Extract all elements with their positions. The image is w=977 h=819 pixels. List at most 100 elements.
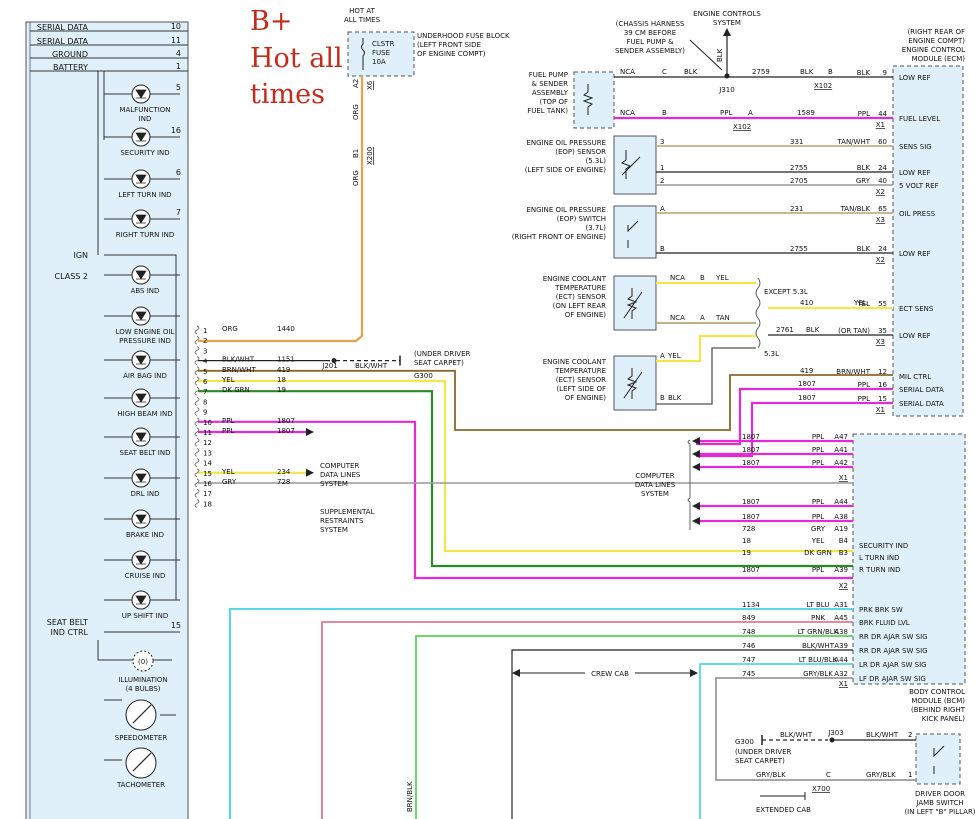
wire-color: PPL bbox=[858, 110, 870, 118]
indicator-label: SECURITY IND bbox=[120, 149, 169, 157]
wires-layer bbox=[30, 30, 916, 819]
bcm-pin-label: LR DR AJAR SW SIG bbox=[859, 661, 927, 669]
wire-color: (OR TAN) bbox=[838, 327, 870, 335]
arrow-icon bbox=[723, 28, 731, 36]
diagram-label: A bbox=[660, 352, 665, 360]
diagram-label: FUEL TANK) bbox=[527, 107, 568, 115]
diagram-label: 419 bbox=[800, 367, 813, 375]
diagram-label: SYSTEM bbox=[641, 490, 669, 498]
indicator-label: PRESSURE IND bbox=[119, 337, 171, 345]
wire-color: YEL bbox=[811, 537, 825, 545]
fuse-block-box bbox=[347, 31, 415, 77]
diagram-label: X1 bbox=[839, 680, 848, 688]
connector-pin: 9 bbox=[203, 409, 207, 417]
connector-pin-icon bbox=[194, 335, 200, 345]
ipc-top-label: SERIAL DATA bbox=[37, 37, 89, 46]
pin-number: A41 bbox=[834, 446, 848, 454]
connector-pin: 18 bbox=[203, 500, 212, 508]
connector-pin: 11 bbox=[203, 429, 212, 437]
bcm-pin-label: PRK BRK SW bbox=[859, 606, 903, 614]
diagram-label: SEAT CARPET) bbox=[735, 757, 785, 765]
wire-ltgrn-748 bbox=[415, 635, 853, 819]
circuit-number: 331 bbox=[790, 138, 803, 146]
diode-icon bbox=[135, 311, 147, 321]
wire-ltblu-1134 bbox=[229, 608, 853, 819]
connector-pin-icon bbox=[194, 468, 200, 478]
diagram-label: BLK bbox=[800, 68, 814, 76]
thermistor-icon bbox=[623, 288, 643, 319]
pin-number: A38 bbox=[834, 628, 848, 636]
wire-color: LT GRN/BLK bbox=[798, 628, 839, 636]
diagram-label: YEL bbox=[715, 274, 729, 282]
extended-cab-marker bbox=[760, 792, 806, 800]
diagram-label: (RIGHT REAR OF bbox=[907, 28, 965, 36]
diagram-label: 410 bbox=[800, 299, 813, 307]
diagram-label: B bbox=[660, 245, 665, 253]
diagram-label: A bbox=[700, 314, 705, 322]
connector-pin: 14 bbox=[203, 460, 212, 468]
pressure-switch-icon bbox=[627, 220, 639, 248]
diagram-label: 2761 bbox=[776, 326, 794, 334]
wire-color: BRN/WHT bbox=[836, 368, 870, 376]
wire-color: PPL bbox=[858, 381, 870, 389]
ecm-pin-label: LOW REF bbox=[899, 332, 931, 340]
diagram-label: C bbox=[662, 68, 667, 76]
diagram-label: X200 bbox=[366, 147, 374, 165]
circuit-number: 1807 bbox=[742, 459, 760, 467]
wire-color: ORG bbox=[222, 325, 238, 333]
wire-pnk-849 bbox=[321, 621, 853, 819]
circuit-number: 1807 bbox=[742, 433, 760, 441]
label-bg bbox=[585, 667, 635, 678]
diode-icon bbox=[135, 270, 147, 280]
wire-color: BLK bbox=[857, 164, 871, 172]
bcm-pin-label: LF DR AJAR SW SIG bbox=[859, 675, 926, 683]
diagram-label: A bbox=[748, 109, 753, 117]
diode-icon bbox=[135, 514, 147, 524]
connector-id: X1 bbox=[876, 121, 885, 129]
diagram-label: ALL TIMES bbox=[344, 16, 381, 24]
wire-color: GRY bbox=[811, 525, 826, 533]
diagram-label: ASSEMBLY bbox=[532, 89, 569, 97]
diagram-label: (4 BULBS) bbox=[125, 685, 160, 693]
diagram-label: B bbox=[660, 394, 665, 402]
arrow-icon bbox=[306, 468, 314, 477]
diode-icon bbox=[135, 89, 147, 99]
diagram-label: SUPPLEMENTAL bbox=[320, 508, 375, 516]
diagram-label: 1807 bbox=[798, 394, 816, 402]
diagram-label: X1 bbox=[839, 474, 848, 482]
diode-icon bbox=[135, 214, 147, 224]
ipc-top-label: SERIAL DATA bbox=[37, 23, 89, 32]
diagram-label: DATA LINES bbox=[635, 481, 676, 489]
diagram-label: ENGINE COMPT) bbox=[908, 37, 965, 45]
pin-number: 65 bbox=[878, 205, 887, 213]
pressure-sensor-icon bbox=[620, 150, 641, 179]
diagram-label: A bbox=[660, 205, 665, 213]
ect1-box bbox=[613, 275, 657, 331]
diagram-label: OF ENGINE) bbox=[565, 394, 607, 402]
pin-number: B3 bbox=[839, 549, 848, 557]
diagram-label: BLK bbox=[806, 326, 820, 334]
eop-switch-box bbox=[613, 205, 657, 259]
bcm-panel bbox=[852, 433, 966, 685]
diagram-label: (EOP) SENSOR bbox=[555, 148, 606, 156]
pin-number: 1 bbox=[660, 164, 664, 172]
diagram-label: FUEL PUMP & bbox=[627, 38, 675, 46]
ecm-pin-label: SERIAL DATA bbox=[899, 400, 944, 408]
arrow-icon bbox=[692, 517, 700, 525]
diagram-label: SYSTEM bbox=[713, 19, 741, 27]
diagram-label: (ON LEFT REAR bbox=[553, 302, 607, 310]
diagram-label: BLK/WHT bbox=[355, 362, 388, 370]
splice-pack-icon bbox=[755, 277, 761, 349]
circuit-number: 1440 bbox=[277, 325, 295, 333]
wire-gry-blk-745 bbox=[715, 677, 853, 781]
indicator-label: AIR BAG IND bbox=[123, 372, 167, 380]
diagram-label: (TOP OF bbox=[540, 98, 569, 106]
indicator-label: RIGHT TURN IND bbox=[116, 231, 175, 239]
pin-number: A44 bbox=[834, 656, 848, 664]
diagram-label: 1589 bbox=[797, 109, 815, 117]
diagram-label: (IN LEFT "B" PILLAR) bbox=[904, 808, 975, 816]
diode-icon bbox=[135, 393, 147, 403]
diagram-label: NCA bbox=[670, 314, 685, 322]
diode-icon bbox=[135, 132, 147, 142]
arrow-icon bbox=[512, 669, 520, 677]
